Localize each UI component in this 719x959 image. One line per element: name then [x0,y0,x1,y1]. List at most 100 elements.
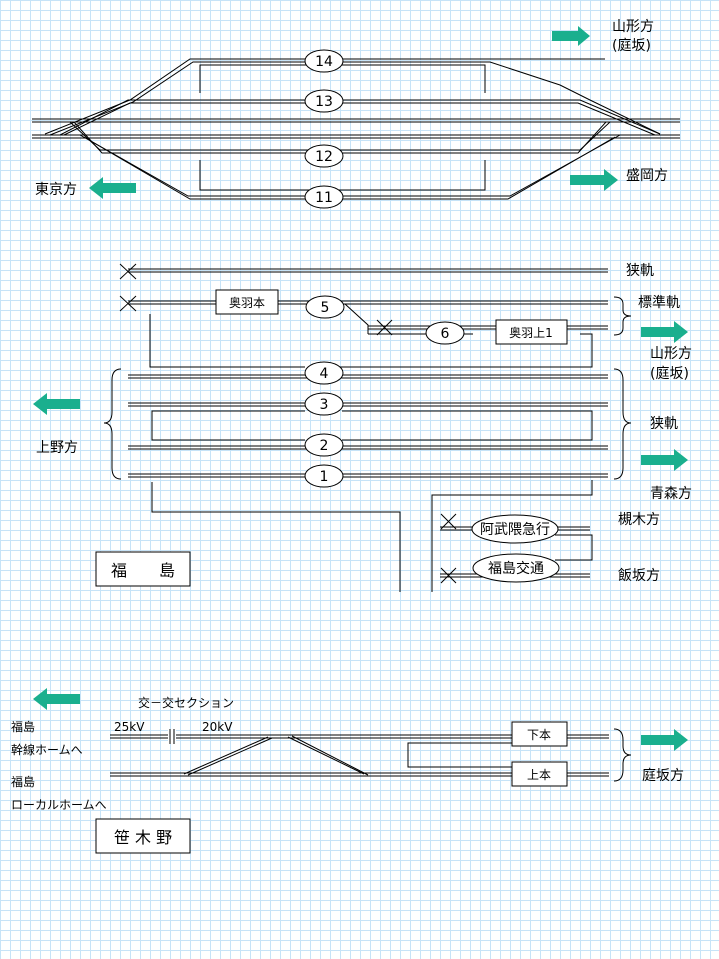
platform-4: 4 [304,361,344,385]
station-name-frame [95,551,191,587]
label-text: 上本 [527,768,551,782]
platform-3: 3 [304,392,344,416]
arrow-right-icon [570,169,618,191]
direction-label-ueno: 上野方 [36,440,78,456]
label-box [495,319,568,345]
label-text: 下本 [527,728,551,742]
platform-number: 3 [320,397,329,413]
track-13-rail [59,99,661,136]
platform-oval [304,392,344,416]
arrow-left-icon [33,393,80,415]
left-label-local: 福島 [11,774,35,789]
platform-number: 6 [441,326,450,342]
buffer-stop-icon [119,295,137,312]
crossover-track [291,735,369,776]
platform-number: 4 [320,366,329,382]
brace-left [103,368,122,480]
direction-label-tsukinoki: 槻木方 [618,511,660,528]
track-14-rail [49,61,661,136]
buffer-stop-icon [119,263,137,280]
label-box [511,721,568,747]
left-label-shinkansen: 福島 [11,719,35,734]
siding-loop [407,742,514,768]
brace-right [613,728,632,782]
gauge-label-narrow: 狭軌 [650,416,678,432]
connecting-track [149,314,305,368]
siding-loop [199,64,486,93]
label-text: 奥羽上1 [509,326,553,340]
track-12-rail [69,121,611,151]
railway-oval [472,553,560,583]
direction-label-aomori: 青森方 [650,486,692,502]
platform-13: 13 [304,89,344,113]
platform-oval [304,361,344,385]
direction-label-yamagata: 山形方 [612,19,654,35]
connecting-track [340,333,593,368]
arrow-left-icon [33,688,80,710]
track-rail [344,303,369,334]
crossover-track [287,736,365,775]
label-box [511,761,568,787]
platform-number: 1 [320,469,329,485]
platform-12: 12 [304,144,344,168]
direction-label-tokyo: 東京方 [35,182,77,198]
station-name-box: 福 島 [95,551,191,587]
shinkansen-yard: 14 13 12 11 山形方 (庭坂) 盛岡方 東京方 [32,19,680,209]
platform-number: 5 [321,300,330,316]
platform-number: 14 [315,54,333,70]
platform-oval [304,144,344,168]
label-text: 奥羽本 [229,296,265,310]
station-name: 福 島 [111,561,175,580]
platform-oval [304,89,344,113]
platform-2: 2 [304,433,344,457]
track-11-rail [79,134,621,197]
platform-number: 2 [320,438,329,454]
branch-track [431,480,593,592]
platform-oval [304,433,344,457]
section-gap [168,729,176,744]
platform-number: 11 [315,190,333,206]
track-label-up-main: 上本 [511,761,568,787]
platform-oval [305,295,345,319]
gauge-label-narrow: 狭軌 [626,263,654,279]
ac-ac-section-label: 交－交セクション [138,695,234,710]
buffer-stop-icon [440,513,457,530]
platform-oval [304,464,344,488]
platform-11: 11 [304,185,344,209]
direction-label-yamagata: 山形方 [650,346,692,362]
arrow-right-icon [641,321,688,343]
sasakino-station: 交－交セクション 25kV 20kV 下本 上本 庭坂方 福島 [11,688,688,854]
voltage-right: 20kV [202,720,233,734]
conventional-station: 狭軌 [33,263,692,592]
arrow-right-icon [641,729,688,751]
platform-1: 1 [304,464,344,488]
direction-label-iizaka: 飯坂方 [618,567,660,584]
label-box [215,289,279,315]
gauge-label-standard: 標準軌 [638,295,680,311]
railway-oval [471,514,559,544]
direction-label-niwasaka: 庭坂方 [642,767,684,784]
direction-label-niwasaka: (庭坂) [612,37,651,54]
platform-number: 12 [315,149,333,165]
left-label-local-platform: ローカルホームへ [11,798,107,812]
siding-loop [199,160,486,191]
direction-label-morioka: 盛岡方 [626,168,668,184]
station-name-box: 笹 木 野 [95,818,191,854]
connecting-track [555,534,593,561]
arrow-right-icon [641,449,688,471]
left-label-shinkansen-platform: 幹線ホームへ [11,742,83,757]
railway-name: 福島交通 [488,560,544,577]
brace-right [613,296,632,336]
platform-14: 14 [304,49,344,73]
okuu-main-track-label: 奥羽本 [215,289,279,315]
siding-loop [151,410,305,441]
platform-5: 5 [305,295,345,319]
direction-label-niwasaka: (庭坂) [650,365,689,382]
buffer-stop-icon [440,567,457,584]
track-14-rail [44,58,605,135]
abukuma-express-label: 阿武隈急行 [471,514,559,544]
platform-oval [304,49,344,73]
platform-oval [425,321,465,345]
track-11-rail [83,136,616,200]
brace-right [613,368,632,480]
